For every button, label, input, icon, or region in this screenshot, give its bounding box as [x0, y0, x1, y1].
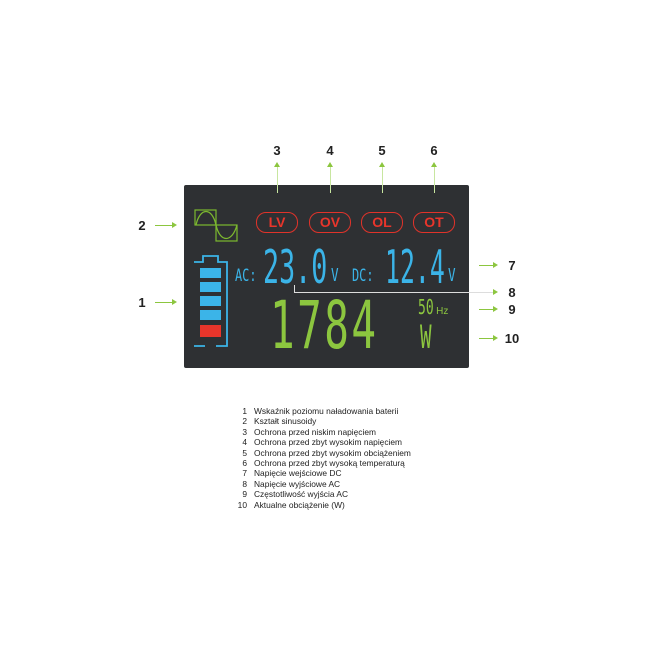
- arrow-up-icon: [379, 162, 385, 193]
- legend-text: Ochrona przed zbyt wysoką temperaturą: [254, 458, 405, 468]
- legend-number: 10: [237, 499, 247, 510]
- badge-over-voltage: OV: [309, 212, 351, 233]
- callout-1: 1: [138, 295, 146, 310]
- legend-number: 4: [242, 437, 247, 448]
- load-unit: W: [420, 318, 432, 356]
- badge-low-voltage: LV: [256, 212, 298, 233]
- legend-text: Ochrona przed zbyt wysokim obciążeniem: [254, 447, 411, 458]
- frequency-unit: Hz: [436, 306, 449, 317]
- badge-overload: OL: [361, 212, 403, 233]
- ac-voltage-value: 23.0: [263, 240, 328, 294]
- legend-number: 1: [242, 406, 247, 416]
- callout-5: 5: [378, 143, 386, 158]
- callout-3: 3: [273, 143, 281, 158]
- frequency-value: 50: [418, 295, 434, 319]
- legend-text: Napięcie wyjściowe AC: [254, 478, 341, 489]
- callout-8: 8: [508, 285, 516, 300]
- callout-2: 2: [138, 218, 146, 233]
- arrow-up-icon: [327, 162, 333, 193]
- legend-number: 8: [242, 478, 247, 489]
- arrow-right-icon: [155, 299, 177, 305]
- dc-label: DC:: [352, 266, 374, 286]
- legend-text: Aktualne obciążenie (W): [254, 499, 345, 510]
- ac-voltage-unit: V: [331, 265, 339, 286]
- arrow-right-icon: [479, 262, 498, 268]
- arrow-up-icon: [274, 162, 280, 193]
- legend-number: 2: [242, 416, 247, 427]
- callout-4: 4: [326, 143, 334, 158]
- callout-6: 6: [430, 143, 438, 158]
- legend-number: 7: [242, 468, 247, 479]
- callout-9: 9: [508, 302, 516, 317]
- ac-label: AC:: [235, 266, 257, 286]
- legend-number: 5: [242, 447, 247, 458]
- leader-line: [294, 285, 295, 292]
- dc-voltage-value: 12.4: [385, 240, 445, 294]
- sine-wave-icon: [194, 209, 238, 242]
- badge-over-temperature: OT: [413, 212, 455, 233]
- legend-text: Kształt sinusoidy: [254, 416, 317, 427]
- arrow-right-icon: [294, 289, 498, 295]
- load-value: 1784: [270, 287, 379, 364]
- legend-text: Ochrona przed zbyt wysokim napięciem: [254, 437, 403, 448]
- arrow-right-icon: [479, 335, 498, 341]
- arrow-up-icon: [431, 162, 437, 193]
- legend-number: 3: [242, 426, 247, 437]
- dc-voltage-unit: V: [448, 265, 456, 286]
- legend-text: Ochrona przed niskim napięciem: [254, 426, 376, 437]
- legend-text: Częstotliwość wyjścia AC: [254, 489, 349, 500]
- callout-10: 10: [504, 331, 520, 346]
- legend-text: Wskaźnik poziomu naładowania baterii: [254, 406, 399, 416]
- callout-7: 7: [508, 258, 516, 273]
- arrow-right-icon: [155, 222, 177, 228]
- legend-number: 6: [242, 458, 247, 468]
- battery-level-icon: [194, 255, 228, 347]
- arrow-right-icon: [479, 306, 498, 312]
- legend-number: 9: [242, 489, 247, 500]
- legend-text: Napięcie wejściowe DC: [254, 468, 342, 479]
